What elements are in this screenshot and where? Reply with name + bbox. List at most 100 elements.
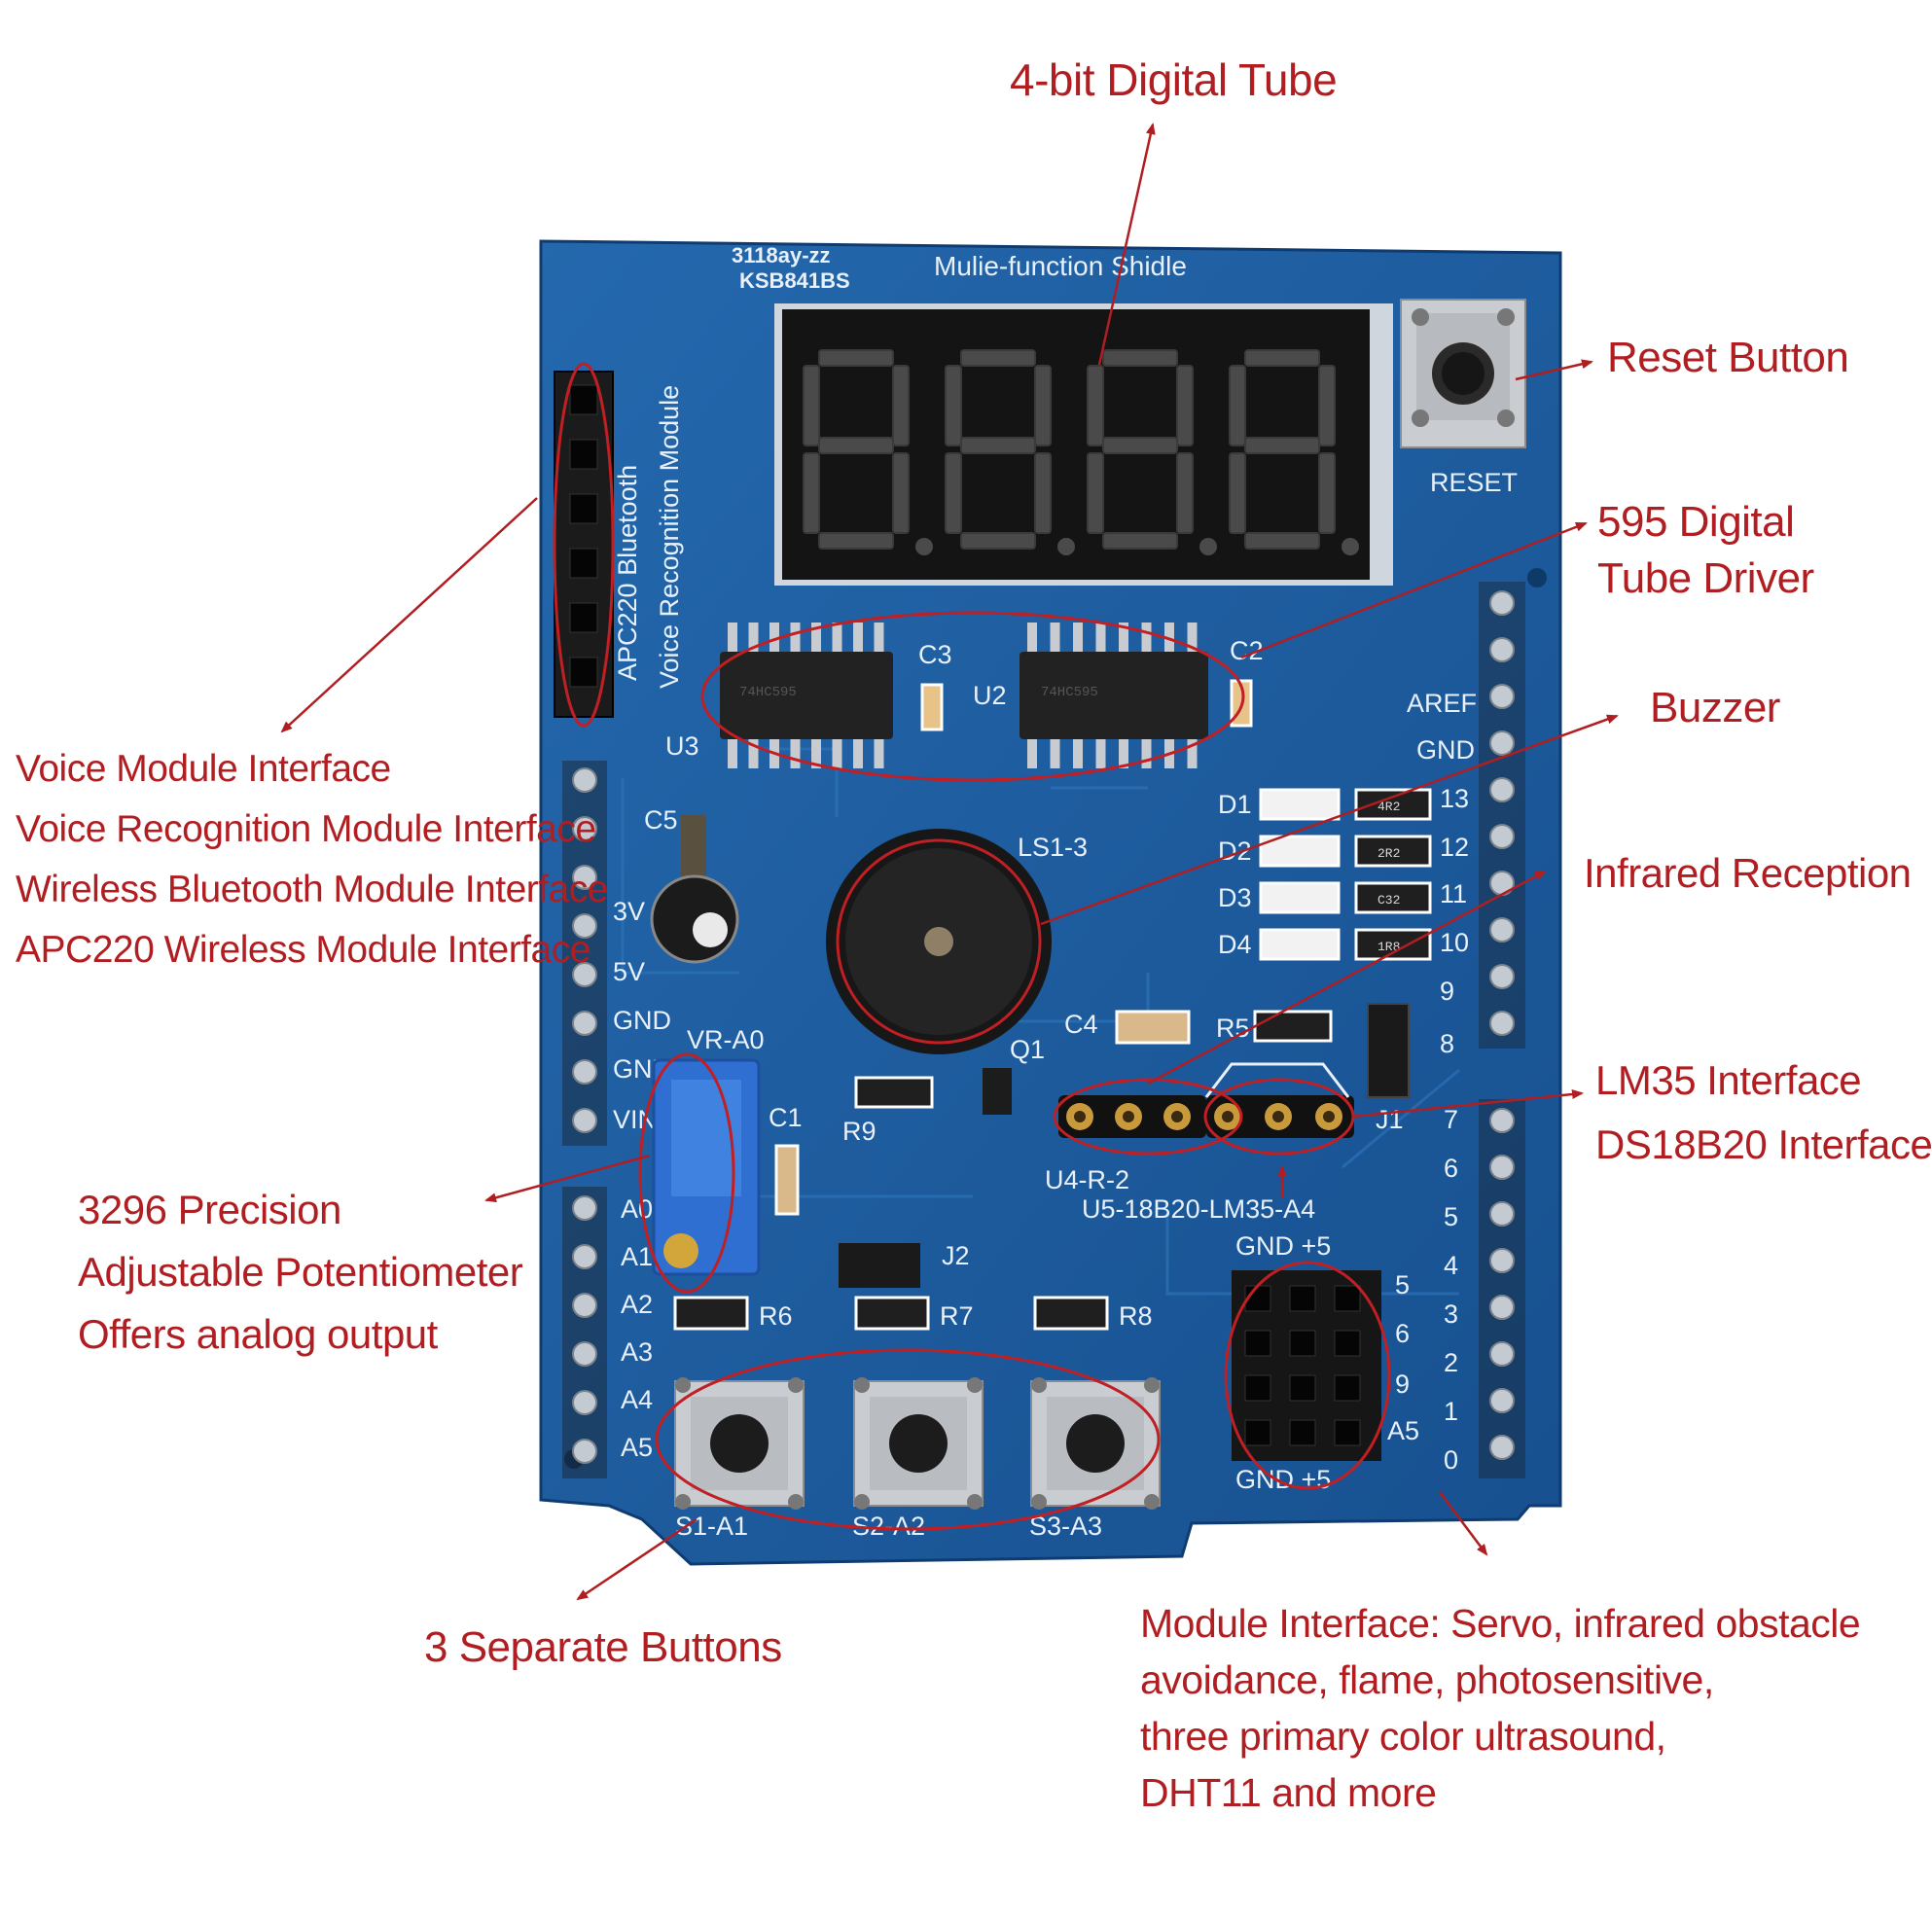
callout-tube-driver: 595 Digital Tube Driver (1597, 494, 1814, 607)
right-pin-label-d6: 6 (1444, 1154, 1458, 1183)
arrow-reset (1515, 359, 1593, 381)
resistor-code-1: 2R2 (1377, 846, 1400, 861)
led-resistor-2 (1354, 881, 1432, 914)
push-button-s1 (674, 1377, 805, 1510)
right-pin-label-9: 9 (1440, 977, 1454, 1006)
module-label-a5: A5 (1387, 1416, 1419, 1445)
right-header-pins (1489, 590, 1515, 1460)
callout-pot-line-2: Adjustable Potentiometer (78, 1249, 523, 1295)
reset-switch (1400, 299, 1526, 448)
module-label-9: 9 (1395, 1370, 1410, 1399)
silk-u4: U4-R-2 (1045, 1165, 1129, 1194)
resistor-r8 (1033, 1296, 1109, 1331)
push-button-s2 (853, 1377, 984, 1510)
silk-j2: J2 (942, 1241, 970, 1270)
potentiometer-3296 (652, 1058, 761, 1276)
silk-gnd5-bottom: GND +5 (1235, 1465, 1331, 1494)
right-pin-label-d0: 0 (1444, 1445, 1458, 1475)
arrow-lm35 (1351, 1089, 1584, 1119)
resistor-code-3: 1R8 (1377, 940, 1400, 954)
right-pin-label-aref: AREF (1407, 689, 1477, 718)
analog-pin-label-a1: A1 (621, 1242, 653, 1271)
led-d3 (1259, 881, 1341, 914)
callout-voice-line-4: APC220 Wireless Module Interface (16, 929, 590, 971)
right-pin-label-12: 12 (1440, 833, 1469, 862)
led-resistor-1 (1354, 835, 1432, 868)
silk-u3: U3 (665, 731, 699, 761)
right-pin-label-d1: 1 (1444, 1397, 1458, 1426)
silk-gnd5-top: GND +5 (1235, 1231, 1331, 1261)
arrow-digital-tube (1097, 123, 1156, 366)
power-pin-label-4: VIN (613, 1105, 657, 1134)
resistor-code-0: 4R2 (1377, 800, 1400, 814)
silk-r6: R6 (759, 1301, 793, 1331)
callout-voice-module: Voice Module Interface Voice Recognition… (16, 739, 608, 980)
callout-voice-line-2: Voice Recognition Module Interface (16, 808, 596, 850)
led-label-d2: D2 (1218, 836, 1252, 866)
led-resistor-3 (1354, 928, 1432, 961)
right-pin-label-d7: 7 (1444, 1105, 1458, 1134)
resistor-code-2: C32 (1377, 893, 1400, 908)
reset-silk-label: RESET (1430, 468, 1518, 497)
module-header-labels: 5 6 9A5 (1387, 1270, 1419, 1445)
silk-vr: VR-A0 (687, 1025, 765, 1054)
callout-lm35-line-1: LM35 Interface (1595, 1057, 1862, 1103)
power-pin-label-2: GND (613, 1006, 671, 1035)
svg-text:74HC595: 74HC595 (1041, 685, 1098, 700)
silk-c1: C1 (769, 1103, 803, 1132)
silk-r8: R8 (1119, 1301, 1153, 1331)
resistor-r5 (1253, 1010, 1333, 1043)
push-button-s3 (1030, 1377, 1161, 1510)
module-label-6: 6 (1395, 1319, 1410, 1348)
right-pin-label-gnd: GND (1416, 735, 1475, 765)
jumper-j1-block (1367, 1003, 1410, 1098)
callout-tube-driver-line-1: 595 Digital (1597, 498, 1795, 546)
callout-pot-line-1: 3296 Precision (78, 1187, 341, 1232)
silk-r7: R7 (940, 1301, 974, 1331)
right-pin-label-d5: 5 (1444, 1202, 1458, 1231)
silk-j1: J1 (1376, 1105, 1404, 1134)
display-digits (803, 349, 1359, 555)
callout-buttons: 3 Separate Buttons (424, 1623, 782, 1671)
silk-c3: C3 (918, 640, 952, 669)
silk-u2: U2 (973, 681, 1007, 710)
analog-pin-label-a4: A4 (621, 1385, 653, 1414)
right-pin-label-d4: 4 (1444, 1251, 1458, 1280)
analog-pin-label-a5: A5 (621, 1433, 653, 1462)
callout-infrared: Infrared Reception (1584, 850, 1912, 896)
callout-digital-tube: 4-bit Digital Tube (1010, 54, 1338, 105)
led-label-d4: D4 (1218, 930, 1252, 959)
arrow-buttons (576, 1517, 698, 1601)
silk-c4: C4 (1064, 1010, 1098, 1039)
led-d4 (1259, 928, 1341, 961)
silk-s2: S2-A2 (852, 1512, 925, 1541)
right-pin-label-10: 10 (1440, 928, 1469, 957)
silk-q1: Q1 (1010, 1035, 1045, 1064)
module-label-5: 5 (1395, 1270, 1410, 1299)
resistor-r6 (673, 1296, 749, 1331)
callout-module-line-4: DHT11 and more (1140, 1770, 1437, 1815)
silk-c5: C5 (644, 805, 678, 835)
capacitor-c1 (774, 1144, 800, 1216)
callout-lm35-line-2: DS18B20 Interface (1595, 1121, 1932, 1167)
right-pin-label-13: 13 (1440, 784, 1469, 813)
analog-pin-label-a0: A0 (621, 1194, 653, 1224)
power-pin-label-1: 5V (613, 957, 645, 986)
led-label-d3: D3 (1218, 883, 1252, 912)
right-pin-label-11: 11 (1440, 879, 1467, 908)
capacitor-c5 (650, 815, 739, 964)
callout-tube-driver-line-2: Tube Driver (1597, 554, 1814, 602)
display-digit-2 (945, 349, 1075, 555)
highlight-ellipses (553, 362, 1391, 1531)
arrow-voice-module (280, 497, 538, 733)
silk-u5: U5-18B20-LM35-A4 (1082, 1194, 1315, 1224)
arrow-potentiometer (484, 1154, 651, 1203)
capacitor-c4 (1115, 1010, 1191, 1045)
right-pin-label-d2: 2 (1444, 1348, 1458, 1377)
right-pin-label-d3: 3 (1444, 1299, 1458, 1329)
module-header-pins (1244, 1285, 1361, 1446)
svg-text:74HC595: 74HC595 (739, 685, 797, 700)
